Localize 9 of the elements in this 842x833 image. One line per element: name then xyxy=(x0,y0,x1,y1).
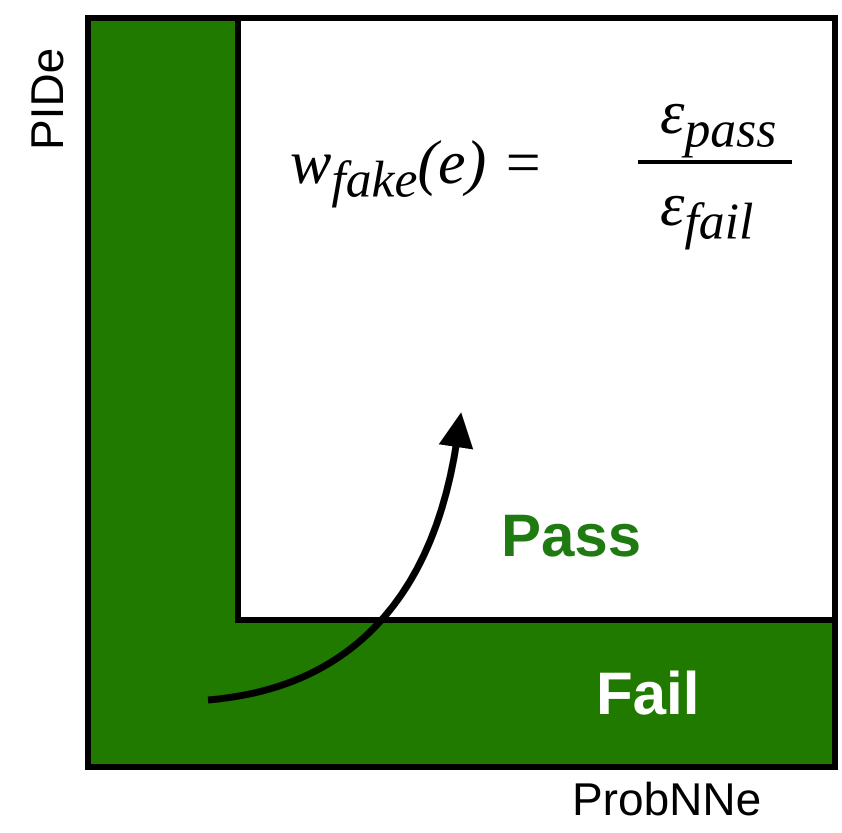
axis-label: ProbNNe xyxy=(572,772,762,826)
formula-text: w$_{fake}$(e) = xyxy=(290,128,544,210)
formula-numerator: ε$_{pass}$ xyxy=(660,78,776,160)
region-label: Fail xyxy=(596,659,700,728)
formula-denominator: ε$_{fail}$ xyxy=(660,170,754,252)
axis-label: PIDe xyxy=(20,48,74,150)
region-label: Pass xyxy=(501,501,642,570)
region-box xyxy=(85,15,838,770)
arrow xyxy=(208,412,473,704)
